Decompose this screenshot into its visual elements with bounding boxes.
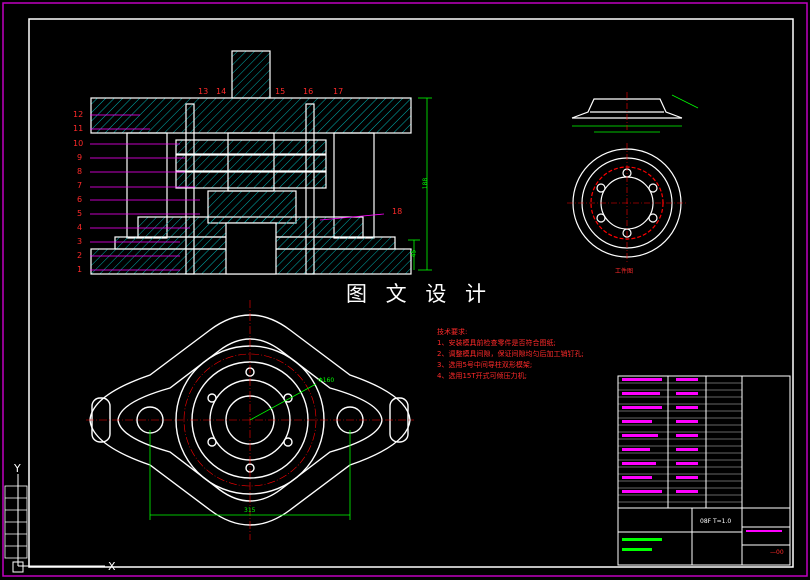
part-number-13: 13 <box>198 87 209 96</box>
part-number-8: 8 <box>77 167 83 176</box>
tech-note-2: 2、调整模具间隙，保证间隙均匀后加工销钉孔; <box>437 350 584 358</box>
ucs-axis-icon <box>12 474 105 573</box>
dimension-height-total: 188 <box>422 177 430 190</box>
section-view <box>90 50 412 275</box>
part-number-17: 17 <box>333 87 344 96</box>
drawing-number: —00 <box>770 549 784 556</box>
revision-column <box>4 485 28 559</box>
part-number-6: 6 <box>77 195 83 204</box>
section-dimensions <box>408 97 432 271</box>
inner-frame <box>28 18 794 568</box>
watermark-text: 图 文 设 计 <box>346 282 493 306</box>
part-number-1: 1 <box>77 265 83 274</box>
part-number-14: 14 <box>216 87 227 96</box>
part-number-2: 2 <box>77 251 83 260</box>
part-number-10: 10 <box>73 139 84 148</box>
axis-y-label: Y <box>14 462 21 475</box>
technical-requirements: 技术要求: 1、安装模具前检查零件是否符合图纸; 2、调整模具间隙，保证间隙均匀… <box>437 327 584 382</box>
dimension-diameter: Φ160 <box>318 377 335 384</box>
material-thickness: 08F T=1.0 <box>700 518 732 525</box>
tech-note-3: 3、选用5号中间导柱双形模架; <box>437 361 533 369</box>
tech-notes-title: 技术要求: <box>437 328 468 336</box>
part-number-3: 3 <box>77 237 83 246</box>
tech-note-4: 4、选用15T开式可倾压力机; <box>437 372 527 380</box>
bom-rows <box>618 382 742 503</box>
workpiece-caption: 工件图 <box>615 268 634 275</box>
part-number-9: 9 <box>77 153 83 162</box>
tech-note-1: 1、安装模具前检查零件是否符合图纸; <box>437 339 556 347</box>
part-leaders <box>90 114 385 271</box>
bom-text-marks <box>622 378 782 551</box>
part-number-7: 7 <box>77 181 83 190</box>
dimension-width: 315 <box>244 507 256 514</box>
part-number-5: 5 <box>77 209 83 218</box>
part-number-18: 18 <box>392 207 403 216</box>
part-number-16: 16 <box>303 87 314 96</box>
part-number-4: 4 <box>77 223 83 232</box>
plan-dimensions <box>149 383 351 520</box>
axis-x-label: X <box>108 560 116 573</box>
title-block <box>617 375 791 566</box>
workpiece-dimensions <box>572 94 699 133</box>
dimension-height-base: 45 <box>410 249 418 258</box>
workpiece-plan-view <box>567 143 687 263</box>
part-number-11: 11 <box>73 124 84 133</box>
part-number-15: 15 <box>275 87 286 96</box>
part-number-12: 12 <box>73 110 84 119</box>
